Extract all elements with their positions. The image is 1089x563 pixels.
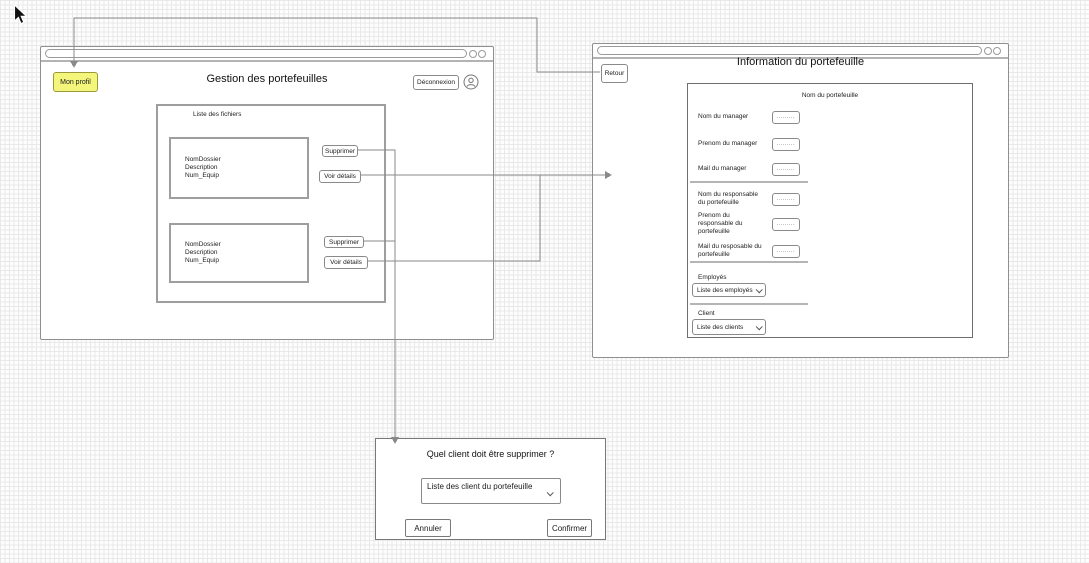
client-label: Client [698, 310, 715, 317]
item-team: Num_Equip [185, 172, 219, 180]
form-panel-label: Nom du portefeuille [801, 92, 859, 99]
list-item[interactable]: NomDossier Description Num_Equip [169, 223, 309, 283]
chevron-down-icon [755, 322, 763, 330]
page-title: Gestion des portefeuilles [206, 73, 328, 85]
item-name: NomDossier [185, 240, 221, 248]
back-button[interactable]: Retour [601, 64, 628, 83]
form-row: Prenom du responsable du portefeuille ..… [698, 212, 800, 235]
user-avatar-icon [463, 74, 479, 90]
form-row: Prenom du manager ......... [698, 135, 800, 153]
employees-dropdown-value: Liste des employés [697, 286, 753, 294]
clients-dropdown[interactable]: Liste des clients [692, 319, 766, 335]
window-portfolio-management: Gestion des portefeuilles Mon profil Déc… [40, 46, 494, 340]
field-label: Mail du manager [698, 165, 747, 173]
manager-firstname-input[interactable]: ......... [772, 137, 800, 151]
page-title: Information du portefeuille [736, 56, 865, 68]
responsible-name-input[interactable]: ......... [772, 192, 800, 206]
chevron-down-icon [546, 489, 554, 497]
chevron-down-icon [755, 285, 763, 293]
logout-button[interactable]: Déconnexion [413, 75, 459, 90]
responsible-mail-input[interactable]: ......... [772, 244, 800, 258]
window-control-icon [993, 47, 1001, 55]
section-divider [690, 181, 808, 183]
item-description: Description [185, 248, 218, 256]
field-label: Mail du resposable du portefeuille [698, 243, 762, 258]
item-name: NomDossier [185, 155, 221, 163]
field-label: Nom du manager [698, 113, 749, 121]
url-bar[interactable] [45, 49, 467, 58]
url-bar[interactable] [597, 46, 982, 55]
list-item[interactable]: NomDossier Description Num_Equip [169, 137, 309, 199]
portfolio-form-panel: Nom du portefeuille Nom du manager .....… [687, 83, 973, 338]
cancel-button[interactable]: Annuler [405, 519, 451, 537]
section-divider [690, 261, 808, 263]
details-button[interactable]: Voir détails [324, 256, 368, 269]
section-divider [690, 303, 808, 305]
client-portfolio-dropdown-value: Liste des client du portefeuille [427, 482, 533, 491]
field-label: Prenom du manager [698, 140, 758, 148]
mouse-cursor-icon [13, 4, 28, 25]
delete-button[interactable]: Supprimer [324, 236, 364, 248]
delete-client-dialog: Quel client doit être supprimer ? Liste … [375, 438, 606, 540]
field-label: Nom du responsable du portefeuille [698, 191, 758, 206]
form-row: Nom du manager ......... [698, 108, 800, 126]
browser-chrome [593, 44, 1008, 59]
field-label: Prenom du responsable du portefeuille [698, 212, 743, 235]
client-portfolio-dropdown[interactable]: Liste des client du portefeuille [421, 478, 561, 504]
confirm-button[interactable]: Confirmer [547, 519, 592, 537]
responsible-firstname-input[interactable]: ......... [772, 217, 800, 231]
window-portfolio-information: Information du portefeuille Retour Nom d… [592, 43, 1009, 358]
details-button[interactable]: Voir détails [319, 170, 361, 183]
dialog-title: Quel client doit être supprimer ? [426, 449, 555, 459]
delete-button[interactable]: Supprimer [322, 145, 358, 157]
window-control-icon [478, 50, 486, 58]
manager-mail-input[interactable]: ......... [772, 162, 800, 176]
file-list-panel-label: Liste des fichiers [193, 111, 242, 118]
form-row: Mail du manager ......... [698, 160, 800, 178]
browser-chrome [41, 47, 493, 62]
profile-button[interactable]: Mon profil [53, 72, 98, 92]
item-description: Description [185, 163, 218, 171]
form-row: Mail du resposable du portefeuille .....… [698, 241, 800, 261]
item-team: Num_Equip [185, 257, 219, 265]
window-control-icon [469, 50, 477, 58]
window-control-icon [984, 47, 992, 55]
clients-dropdown-value: Liste des clients [697, 323, 744, 331]
manager-name-input[interactable]: ......... [772, 110, 800, 124]
employees-dropdown[interactable]: Liste des employés [692, 283, 766, 297]
employees-label: Employés [698, 274, 727, 281]
form-row: Nom du responsable du portefeuille .....… [698, 189, 800, 209]
